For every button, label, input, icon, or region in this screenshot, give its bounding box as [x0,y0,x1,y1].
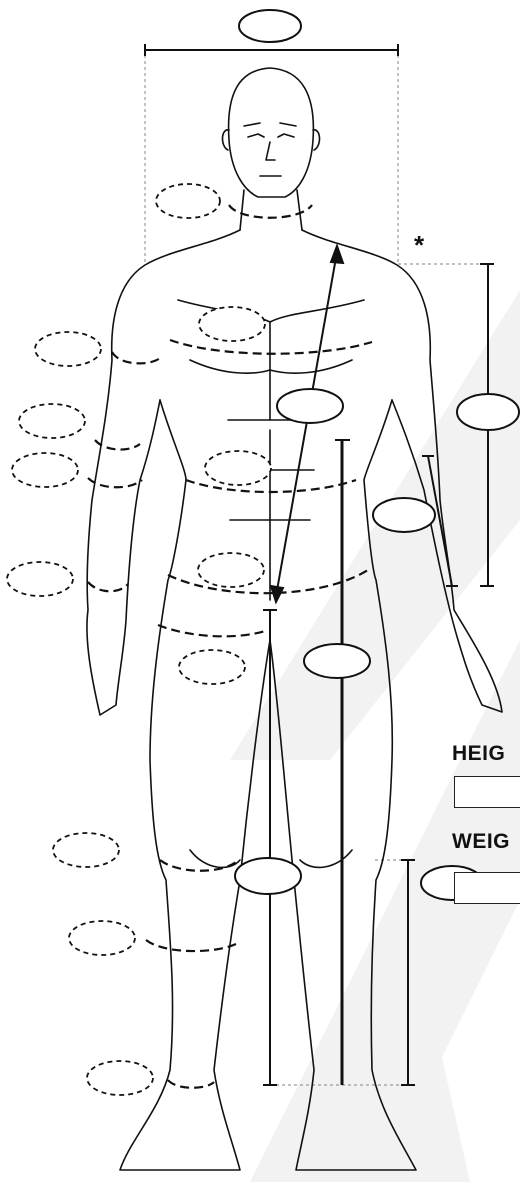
weight-label: WEIG [452,830,510,854]
head-width-input[interactable] [239,10,301,42]
upper-arm-input[interactable] [19,404,85,438]
chest-diagonal-input[interactable] [277,389,343,423]
arm-length-input[interactable] [457,394,519,430]
hip-input[interactable] [198,553,264,587]
chest-input[interactable] [35,332,101,366]
weight-input[interactable] [454,872,520,904]
neck-input[interactable] [156,184,220,218]
thigh-length-input[interactable] [235,858,301,894]
ankle-input[interactable] [87,1061,153,1095]
waist-input[interactable] [205,451,271,485]
height-input[interactable] [454,776,520,808]
wrist-input[interactable] [7,562,73,596]
footnote-asterisk: * [414,230,425,261]
forearm-length-input[interactable] [304,644,370,678]
thigh-input[interactable] [179,650,245,684]
height-label: HEIG [452,742,505,766]
biceps-input[interactable] [199,307,265,341]
elbow-input[interactable] [12,453,78,487]
calf-input[interactable] [69,921,135,955]
knee-input[interactable] [53,833,119,867]
torso-height-input[interactable] [373,498,435,532]
